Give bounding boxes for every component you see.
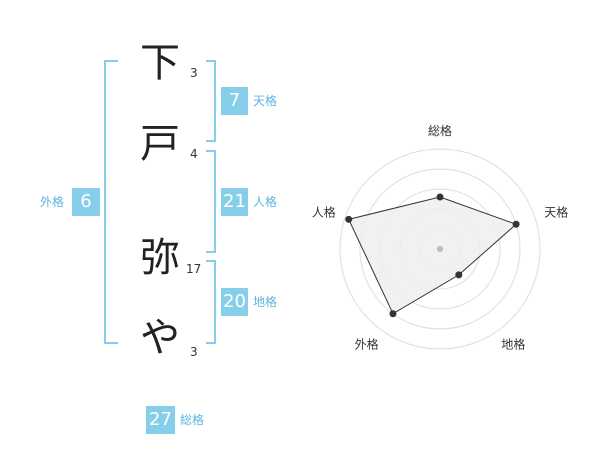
radar-center-dot — [437, 246, 443, 252]
gaikaku-label: 外格 — [40, 195, 65, 209]
stroke-count-2: 4 — [190, 147, 198, 161]
jinkaku-value-badge: 21 — [221, 188, 248, 216]
chikaku-label: 地格 — [253, 295, 278, 309]
radar-series-area — [347, 196, 518, 315]
radar-axis-label: 天格 — [544, 205, 568, 220]
radar-axis-label: 総格 — [428, 123, 452, 138]
name-char-3: 弥 — [140, 235, 180, 281]
stroke-count-1: 3 — [190, 66, 198, 80]
stroke-count-4: 3 — [190, 345, 198, 359]
chikaku-value-badge: 20 — [221, 288, 248, 316]
gaikaku-value-badge: 6 — [72, 188, 100, 216]
jinkaku-bracket — [206, 150, 216, 253]
radar-data-point — [345, 215, 353, 223]
radar-ring — [359, 168, 521, 330]
radar-axis-label: 人格 — [312, 205, 336, 220]
name-char-1: 下 — [140, 40, 180, 86]
radar-data-point — [389, 310, 397, 318]
tenkaku-bracket — [206, 60, 216, 142]
radar-data-point — [436, 193, 444, 201]
stroke-count-3: 17 — [186, 262, 202, 276]
radar-data-point — [512, 220, 520, 228]
radar-axis-label: 外格 — [355, 336, 379, 351]
tenkaku-value-badge: 7 — [221, 87, 248, 115]
radar-ring — [339, 148, 541, 350]
name-char-4: や — [140, 315, 180, 361]
chikaku-bracket — [206, 260, 216, 344]
radar-axis-label: 地格 — [501, 336, 525, 351]
soukaku-label: 総格 — [180, 413, 205, 427]
soukaku-value-badge: 27 — [146, 406, 175, 434]
jinkaku-label: 人格 — [253, 195, 278, 209]
radar-data-point — [455, 271, 463, 279]
tenkaku-label: 天格 — [253, 94, 278, 108]
name-char-2: 戸 — [140, 121, 180, 167]
gaikaku-bracket — [104, 60, 118, 344]
